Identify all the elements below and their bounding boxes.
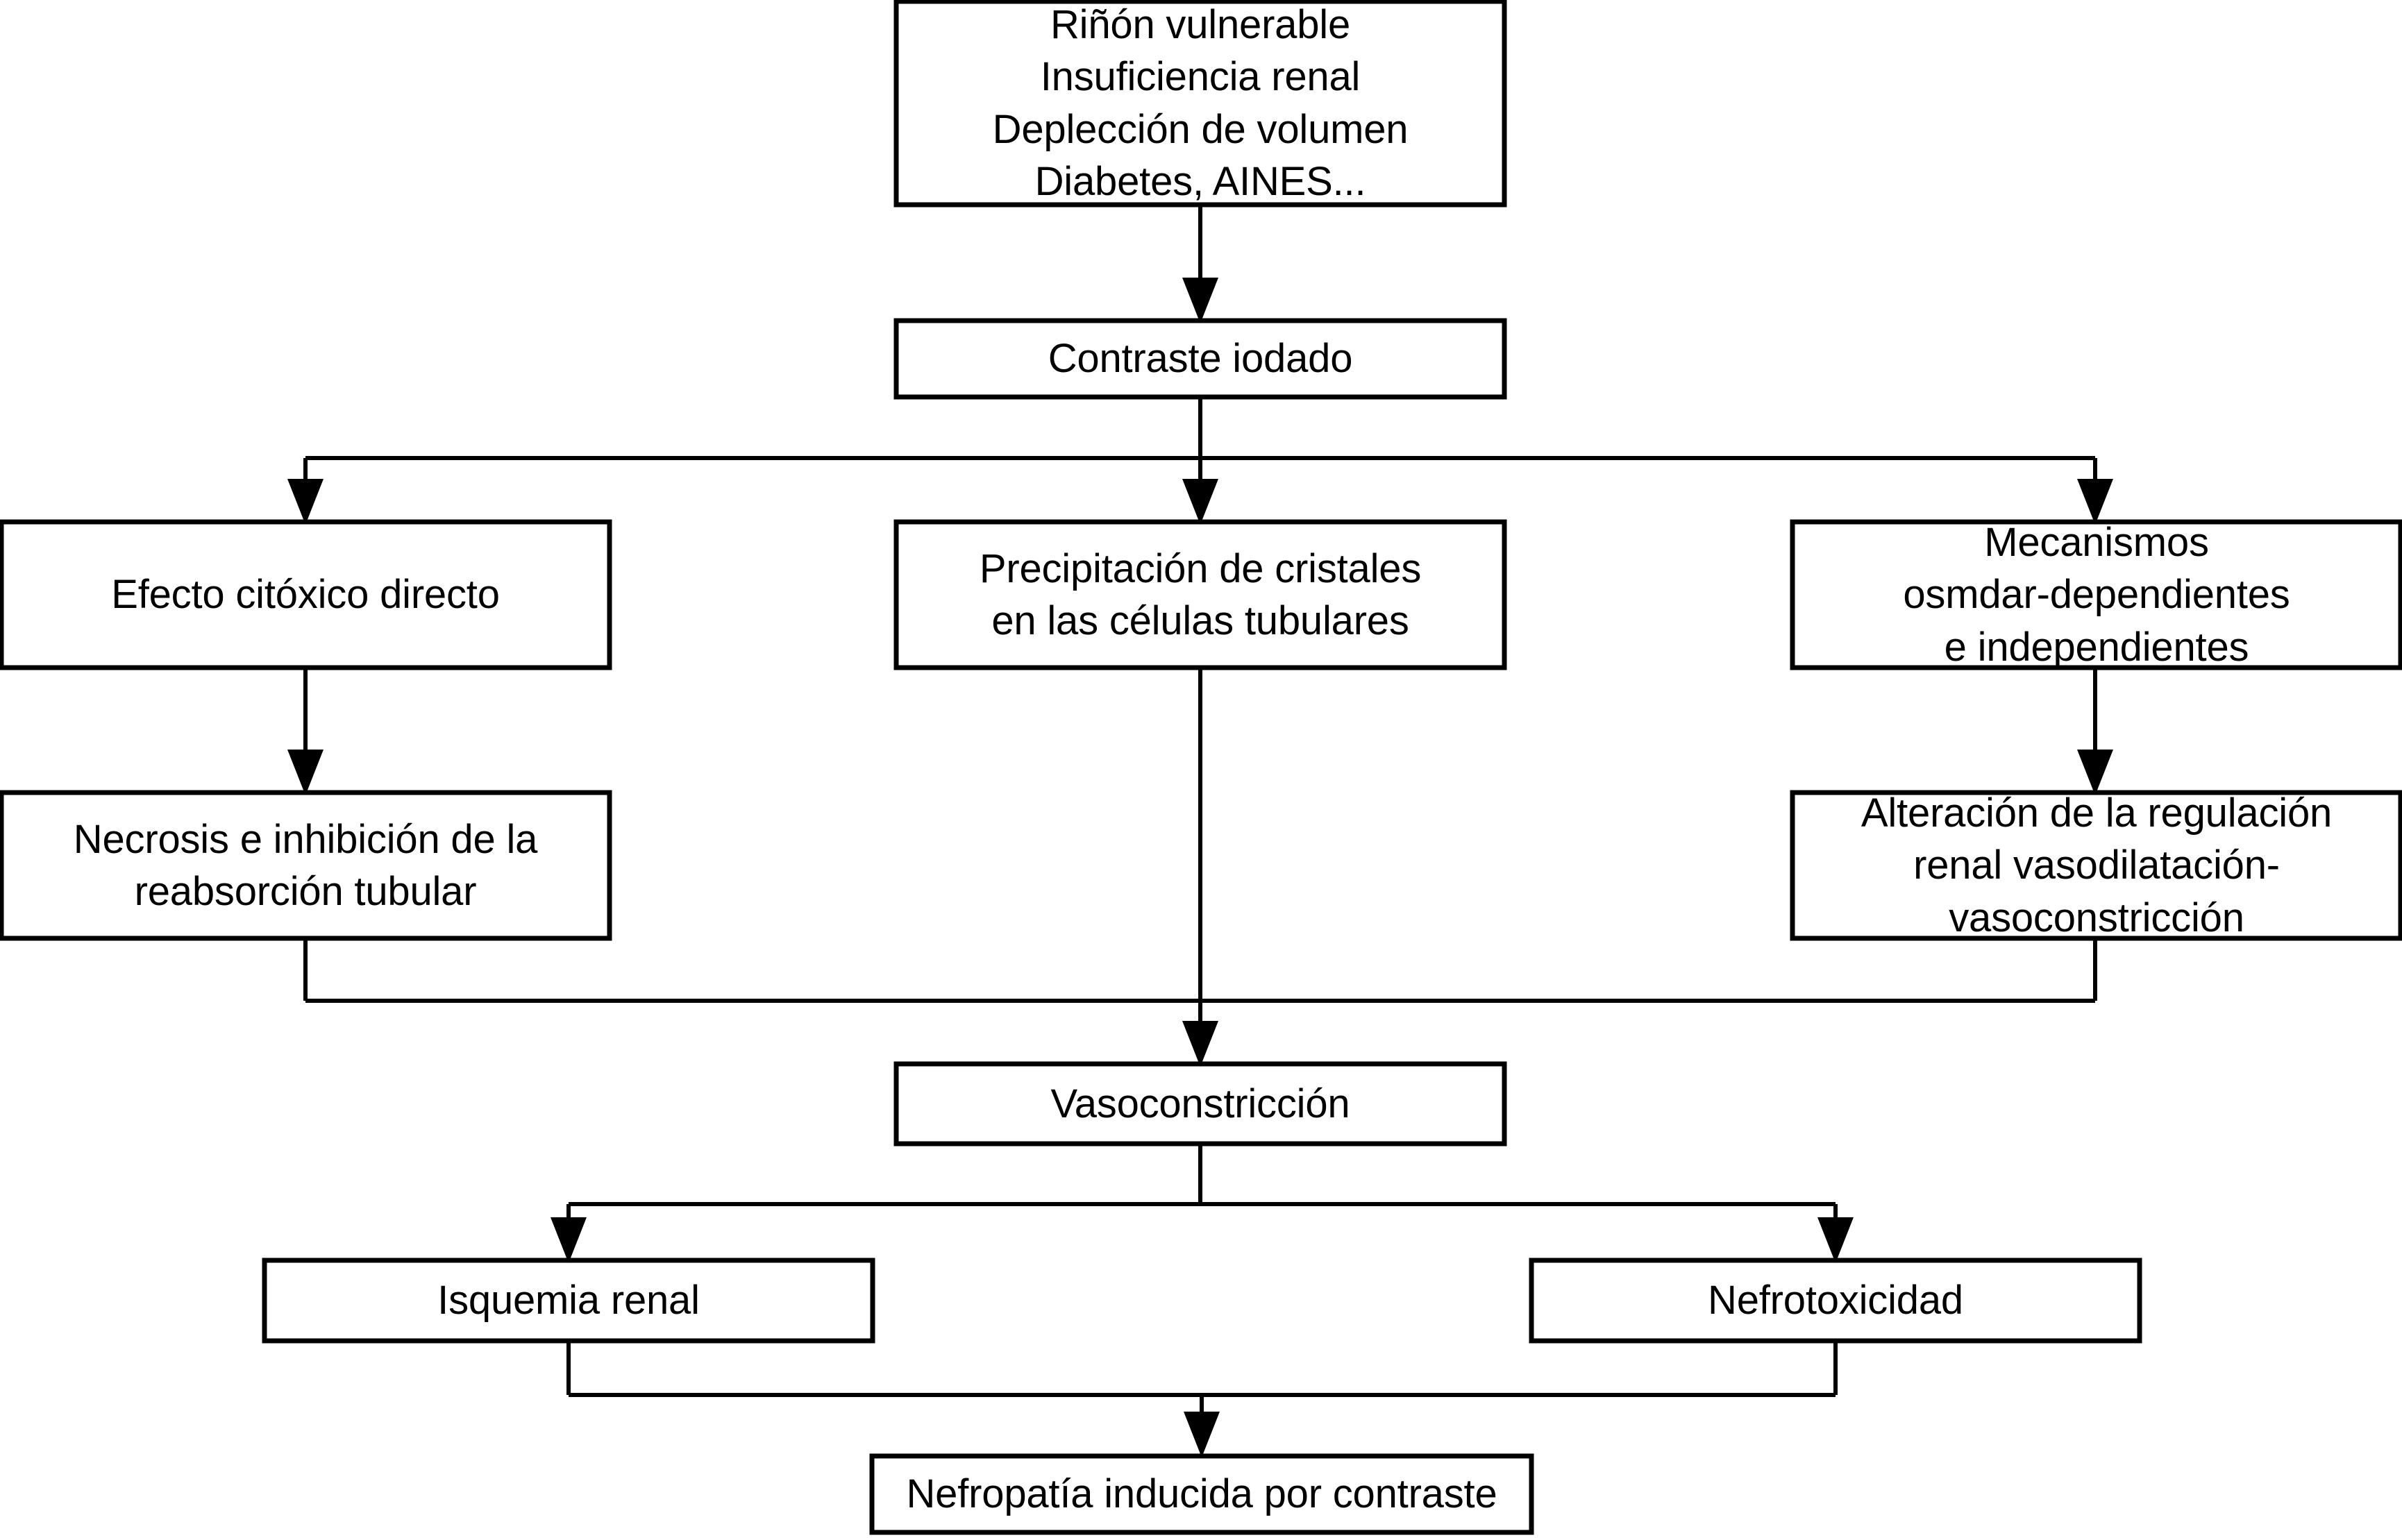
node-efecto-citoxico-directo[interactable] [0, 519, 612, 670]
node-alteracion-regulacion[interactable] [1790, 790, 2402, 941]
edge-rinon-to-contraste [1182, 205, 1218, 323]
edge-mecanismos-to-alteracion [2077, 668, 2113, 795]
node-nefropatia-inducida[interactable] [869, 1453, 1534, 1535]
node-necrosis-inhibicion[interactable] [0, 790, 612, 941]
node-precipitacion-cristales[interactable] [893, 519, 1507, 670]
node-vasoconstriccion[interactable] [893, 1061, 1507, 1146]
edge-bottom-merge-to-nefropatia [566, 1341, 1838, 1457]
edge-contraste-to-precipitacion-arrow [1182, 479, 1218, 525]
edge-precipitacion-to-vasoconstriccion [1182, 668, 1218, 1067]
node-mecanismos-osmdar[interactable] [1790, 519, 2402, 670]
edge-efecto-to-necrosis [287, 668, 324, 795]
edge-contraste-to-efecto-arrow [287, 479, 324, 525]
edge-contraste-to-mecanismos-arrow [2077, 479, 2113, 525]
edge-vasoconstriccion-to-isquemia-arrow [551, 1217, 587, 1263]
node-isquemia-renal[interactable] [262, 1258, 875, 1344]
node-contraste-iodado[interactable] [893, 318, 1507, 400]
edge-vasoconstriccion-fanout [566, 1144, 1838, 1244]
node-nefrotoxicidad[interactable] [1529, 1258, 2142, 1344]
node-rinon-vulnerable[interactable] [893, 0, 1507, 208]
edge-vasoconstriccion-to-nefrotoxicidad-arrow [1817, 1217, 1854, 1263]
